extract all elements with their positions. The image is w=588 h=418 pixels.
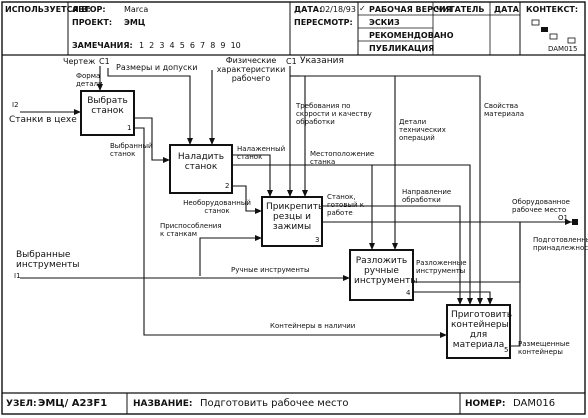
label-machines: Станки в цехе [9,115,77,125]
label-process-dir: Направление обработки [402,188,452,204]
box-5-num: 5 [504,346,509,354]
label-selected-tools: Выбранные инструменты [16,250,80,270]
label-instructions: Указания [300,56,344,66]
label-form-detail: Форма детали [76,72,103,88]
label-sizes: Размеры и допуски [116,63,198,72]
label-o1: O1 [558,214,568,222]
label-selected-machine: Выбранный станок [110,142,153,158]
label-speed-req: Требования по скорости и качеству обрабо… [296,102,372,126]
box-3 [261,196,323,247]
project-value: ЭМЦ [124,18,146,27]
label-mat-props: Свойства материала [484,102,525,118]
label-machine-location: Местоположение станка [310,150,375,166]
status-publication: ПУБЛИКАЦИЯ [369,44,435,53]
label-containers: Контейнеры в наличии [270,322,356,330]
label-prepared-acc: Подготовленные принадлежности [533,236,588,252]
box-4 [349,249,414,301]
box-3-num: 3 [315,236,320,244]
box-1-num: 1 [127,124,132,132]
context-label: КОНТЕКСТ: [526,5,579,14]
author-label: АВТОР: [72,5,106,14]
date2-label: ДАТА [494,5,519,14]
label-unequipped: Необорудованный станок [183,199,251,215]
label-drawing: Чертеж [63,57,96,66]
label-laid-tools: Разложенные инструменты [416,259,467,275]
box-4-num: 4 [406,289,411,297]
label-hand-tools: Ручные инструменты [231,266,310,274]
name-label: НАЗВАНИЕ: [133,399,193,409]
label-tech-ops: Детали технических операций [399,118,446,142]
node-value: ЭМЦ/ A23F1 [38,398,108,409]
date-value: 02/18/93 [320,5,356,14]
node-label: УЗЕЛ: [6,399,37,409]
arrow-fixtures [199,235,262,276]
status-working-check: ✓ [359,4,366,13]
status-draft: ЭСКИЗ [369,18,400,27]
reader-label: ЧИТАТЕЛЬ [436,5,485,14]
box-5 [446,304,511,359]
box-2-num: 2 [225,182,230,190]
label-physical: Физические характеристики рабочего [216,56,286,83]
arrow-selected-machine [134,117,170,163]
label-fixtures: Приспособления к станкам [160,222,222,238]
box-1-label: Выбрать станок [87,96,128,116]
notes-numbers: 1 2 3 4 5 6 7 8 9 10 [139,41,241,50]
project-label: ПРОЕКТ: [72,18,113,27]
label-i1: I1 [14,272,21,280]
date-label: ДАТА: [294,5,323,14]
box-2 [169,144,233,194]
arrow-sizes [107,68,193,145]
label-equipped: Оборудованное рабочее место [512,198,570,214]
box-5-label: Приготовить контейнеры для материала [451,310,513,350]
label-instructions-code: C1 [286,57,297,66]
status-recommended: РЕКОМЕНДОВАНО [369,31,454,40]
box-2-label: Наладить станок [177,152,225,172]
box-4-label: Разложить ручные инструменты [354,256,418,286]
label-setup-machine: Налаженный станок [237,145,286,161]
label-placed-containers: Размещенные контейнеры [518,340,570,356]
notes-label: ЗАМЕЧАНИЯ: [72,41,133,50]
number-label: НОМЕР: [465,399,506,409]
label-i2: I2 [12,101,19,109]
revision-label: ПЕРЕСМОТР: [294,18,353,27]
status-working: РАБОЧАЯ ВЕРСИЯ [369,5,452,14]
number-value: DAM016 [513,398,556,409]
context-thumbnail [531,19,576,44]
box-1 [80,90,135,136]
label-ready-machine: Станок, готовый к работе [327,193,364,217]
name-value: Подготовить рабочее место [200,398,349,409]
arrow-unequipped [232,185,262,214]
box-3-label: Прикрепить резцы и зажимы [266,202,324,232]
used-at-label: ИСПОЛЬЗУЕТСЯ В: [5,5,91,14]
label-drawing-code: C1 [99,57,110,66]
context-code: DAM015 [548,45,578,53]
author-value: Marca [124,5,149,14]
